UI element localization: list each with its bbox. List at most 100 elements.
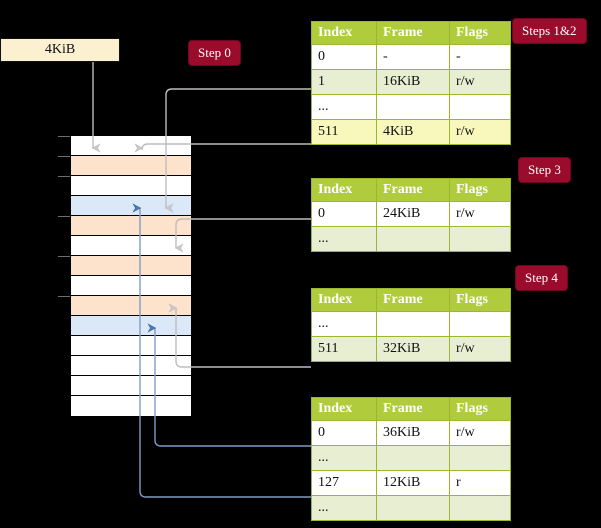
badge-step-0-label: Step 0 [198, 45, 231, 60]
cell-index: 511 [311, 119, 377, 145]
memory-block-1 [71, 156, 191, 176]
table-row: ... [311, 445, 511, 471]
cell-frame: 32KiB [376, 336, 450, 362]
cell-index: 0 [311, 44, 377, 70]
badge-step-3-label: Step 3 [528, 162, 561, 177]
cell-frame [376, 445, 450, 471]
cell-index: ... [311, 445, 377, 471]
cell-frame [376, 311, 450, 337]
page-frame-box: 4KiB [0, 38, 120, 62]
cell-flags: r/w [449, 119, 511, 145]
memory-block-12 [71, 376, 191, 396]
badge-step-4: Step 4 [516, 266, 567, 290]
page-table-level-0: Index Frame Flags 0 - - 1 16KiB r/w ... [311, 21, 511, 145]
cell-frame: 24KiB [376, 201, 450, 227]
cell-flags: r/w [449, 336, 511, 362]
memory-tick-1 [58, 156, 70, 157]
column-header-flags: Flags [449, 397, 511, 421]
table-row: 0 36KiB r/w [311, 420, 511, 446]
column-header-frame: Frame [376, 178, 450, 202]
cell-flags: r/w [449, 69, 511, 95]
cell-index: 511 [311, 336, 377, 362]
column-header-frame: Frame [376, 288, 450, 312]
cell-frame [376, 94, 450, 120]
table-row: 0 24KiB r/w [311, 201, 511, 227]
cell-index: ... [311, 495, 377, 521]
cell-flags [449, 94, 511, 120]
column-header-flags: Flags [449, 288, 511, 312]
cell-flags: r/w [449, 420, 511, 446]
cell-flags: - [449, 44, 511, 70]
memory-block-2 [71, 176, 191, 196]
memory-block-0 [71, 136, 191, 156]
cell-flags: r/w [449, 201, 511, 227]
cell-frame: 36KiB [376, 420, 450, 446]
cell-flags [449, 311, 511, 337]
table-header-row: Index Frame Flags [311, 288, 511, 312]
table-row-highlighted: 511 4KiB r/w [311, 119, 511, 145]
column-header-index: Index [311, 397, 377, 421]
cell-flags [449, 445, 511, 471]
cell-index: ... [311, 226, 377, 252]
table-row: 0 - - [311, 44, 511, 70]
table-row: 127 12KiB r [311, 470, 511, 496]
memory-block-13 [71, 396, 191, 416]
cell-index: 1 [311, 69, 377, 95]
cell-frame [376, 495, 450, 521]
badge-steps-1-2: Steps 1&2 [513, 19, 586, 43]
table-row: ... [311, 226, 511, 252]
table-row: 1 16KiB r/w [311, 69, 511, 95]
memory-tick-4 [58, 256, 70, 257]
table-header-row: Index Frame Flags [311, 178, 511, 202]
page-table-level-2: Index Frame Flags ... 511 32KiB r/w [311, 288, 511, 362]
memory-tick-3 [58, 216, 70, 217]
cell-index: 0 [311, 420, 377, 446]
memory-block-9 [71, 316, 191, 336]
table-row: ... [311, 94, 511, 120]
memory-block-11 [71, 356, 191, 376]
badge-step-0: Step 0 [189, 41, 240, 65]
column-header-frame: Frame [376, 397, 450, 421]
cell-index: 127 [311, 470, 377, 496]
cell-index: ... [311, 94, 377, 120]
cell-frame: 16KiB [376, 69, 450, 95]
column-header-index: Index [311, 21, 377, 45]
cell-index: ... [311, 311, 377, 337]
cell-flags [449, 226, 511, 252]
cell-frame: 4KiB [376, 119, 450, 145]
cell-index: 0 [311, 201, 377, 227]
table-header-row: Index Frame Flags [311, 21, 511, 45]
badge-steps-1-2-label: Steps 1&2 [522, 23, 577, 38]
column-header-index: Index [311, 288, 377, 312]
memory-block-5 [71, 236, 191, 256]
memory-block-6 [71, 256, 191, 276]
memory-block-8 [71, 296, 191, 316]
memory-block-4 [71, 216, 191, 236]
page-frame-label: 4KiB [44, 42, 76, 57]
column-header-flags: Flags [449, 21, 511, 45]
column-header-flags: Flags [449, 178, 511, 202]
page-table-level-3: Index Frame Flags 0 36KiB r/w ... 127 12… [311, 397, 511, 521]
badge-step-4-label: Step 4 [525, 270, 558, 285]
memory-tick-5 [58, 296, 70, 297]
table-row: ... [311, 495, 511, 521]
memory-tick-2 [58, 176, 70, 177]
wire-step4-table2-row511 [176, 308, 311, 368]
cell-flags: r [449, 470, 511, 496]
cell-flags [449, 495, 511, 521]
memory-block-3 [71, 196, 191, 216]
wire-step3-table1-row0 [176, 218, 311, 248]
cell-frame: - [376, 44, 450, 70]
column-header-frame: Frame [376, 21, 450, 45]
cell-frame: 12KiB [376, 470, 450, 496]
cell-frame [376, 226, 450, 252]
memory-block-7 [71, 276, 191, 296]
memory-block-column [70, 135, 191, 416]
memory-tick-0 [58, 136, 70, 137]
column-header-index: Index [311, 178, 377, 202]
badge-step-3: Step 3 [519, 158, 570, 182]
table-row: ... [311, 311, 511, 337]
memory-block-10 [71, 336, 191, 356]
table-header-row: Index Frame Flags [311, 397, 511, 421]
